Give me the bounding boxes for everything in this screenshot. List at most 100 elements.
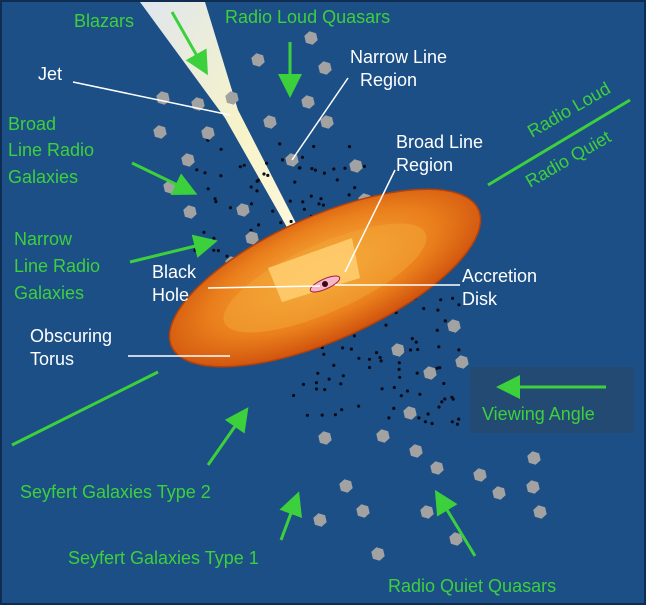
label-viewing-angle: Viewing Angle bbox=[482, 404, 595, 424]
nlr-dot bbox=[257, 223, 261, 227]
gray-cloud bbox=[263, 115, 277, 129]
nlr-dot bbox=[206, 187, 210, 191]
nlr-dot bbox=[332, 167, 336, 171]
gray-cloud bbox=[320, 115, 334, 129]
nlr-dot bbox=[430, 421, 434, 426]
nlr-dot bbox=[202, 230, 206, 234]
gray-cloud bbox=[304, 31, 318, 45]
nlr-dot bbox=[392, 406, 396, 410]
label-black-hole-2: Hole bbox=[152, 285, 189, 305]
nlr-dot bbox=[379, 359, 383, 363]
nlr-dot bbox=[387, 416, 391, 420]
nlr-dot bbox=[347, 145, 352, 149]
label-narrow-line-region-1: Narrow Line bbox=[350, 47, 447, 67]
nlr-dot bbox=[367, 357, 372, 361]
nlr-dot bbox=[397, 367, 401, 371]
nlr-dot bbox=[298, 166, 302, 170]
label-obscuring-torus-2: Torus bbox=[30, 349, 74, 369]
label-narrow-line-region-2: Region bbox=[360, 70, 417, 90]
nlr-dot bbox=[321, 203, 325, 207]
nlr-dot bbox=[435, 366, 439, 370]
nlr-dot bbox=[314, 381, 318, 385]
nlr-dot bbox=[322, 171, 326, 175]
nlr-dot bbox=[289, 219, 293, 224]
label-black-hole-1: Black bbox=[152, 262, 197, 282]
gray-cloud bbox=[245, 231, 259, 245]
nlr-dot bbox=[212, 236, 216, 240]
nlr-dot bbox=[293, 180, 297, 184]
nlr-dot bbox=[279, 221, 283, 225]
nlr-dot bbox=[301, 382, 306, 386]
nlr-dot bbox=[440, 400, 444, 404]
nlr-dot bbox=[450, 395, 454, 399]
nlr-dot bbox=[443, 319, 447, 323]
green-arrow-icon bbox=[129, 11, 606, 557]
nlr-dot bbox=[414, 340, 418, 344]
nlr-dot bbox=[439, 298, 443, 302]
gray-cloud bbox=[423, 366, 437, 380]
gray-cloud bbox=[251, 53, 265, 67]
nlr-dot bbox=[305, 413, 309, 417]
nlr-dot bbox=[422, 306, 426, 311]
nlr-dot bbox=[341, 346, 345, 350]
gray-cloud bbox=[533, 505, 547, 519]
gray-cloud bbox=[153, 125, 167, 139]
nlr-dot bbox=[437, 345, 441, 349]
nlr-dot bbox=[392, 385, 396, 390]
nlr-dot bbox=[214, 200, 218, 204]
gray-cloud bbox=[473, 468, 487, 482]
label-radio-loud-quasars: Radio Loud Quasars bbox=[225, 7, 390, 27]
nlr-dot bbox=[357, 356, 361, 360]
gray-cloud bbox=[313, 513, 327, 527]
gray-cloud bbox=[391, 343, 405, 357]
nlr-dot bbox=[323, 388, 327, 392]
nlr-dot bbox=[327, 377, 331, 381]
nlr-dot bbox=[417, 416, 421, 420]
nlr-dot bbox=[242, 163, 246, 167]
label-broad-line-radio-galaxies-3: Galaxies bbox=[8, 167, 78, 187]
nlr-dot bbox=[249, 202, 254, 206]
gray-cloud bbox=[449, 532, 463, 546]
nlr-dot bbox=[457, 348, 461, 352]
nlr-dot bbox=[280, 158, 285, 162]
gray-cloud bbox=[455, 355, 469, 369]
gray-cloud bbox=[526, 480, 540, 494]
nlr-dot bbox=[418, 392, 422, 396]
gray-cloud bbox=[183, 205, 197, 219]
nlr-dot bbox=[367, 365, 372, 370]
nlr-dot bbox=[309, 194, 313, 198]
nlr-dot bbox=[320, 413, 324, 417]
nlr-dot bbox=[362, 164, 366, 168]
nlr-dot bbox=[265, 161, 269, 165]
nlr-dot bbox=[317, 202, 321, 206]
nlr-dot bbox=[408, 348, 413, 352]
nlr-dot bbox=[405, 389, 410, 393]
gray-cloud bbox=[301, 95, 315, 109]
nlr-dot bbox=[292, 393, 296, 398]
nlr-dot bbox=[271, 209, 275, 213]
nlr-dot bbox=[339, 382, 343, 386]
nlr-dot bbox=[314, 387, 319, 391]
nlr-dot bbox=[310, 167, 314, 171]
gray-cloud bbox=[430, 461, 444, 475]
nlr-dot bbox=[343, 166, 347, 170]
nlr-dot bbox=[255, 189, 259, 193]
nlr-dot bbox=[316, 371, 320, 375]
nlr-dot bbox=[288, 199, 292, 203]
nlr-dot bbox=[438, 366, 442, 370]
nlr-dot bbox=[410, 337, 414, 341]
nlr-dot bbox=[203, 171, 207, 175]
jet bbox=[140, 2, 325, 282]
label-obscuring-torus-1: Obscuring bbox=[30, 326, 112, 346]
gray-cloud bbox=[376, 429, 390, 443]
nlr-dot bbox=[435, 328, 439, 332]
gray-cloud bbox=[356, 504, 370, 518]
gray-cloud bbox=[403, 406, 417, 420]
nlr-dot bbox=[278, 142, 282, 146]
gray-cloud bbox=[236, 203, 250, 217]
gray-cloud bbox=[181, 153, 195, 167]
gray-cloud bbox=[318, 61, 332, 75]
gray-cloud bbox=[201, 126, 215, 140]
